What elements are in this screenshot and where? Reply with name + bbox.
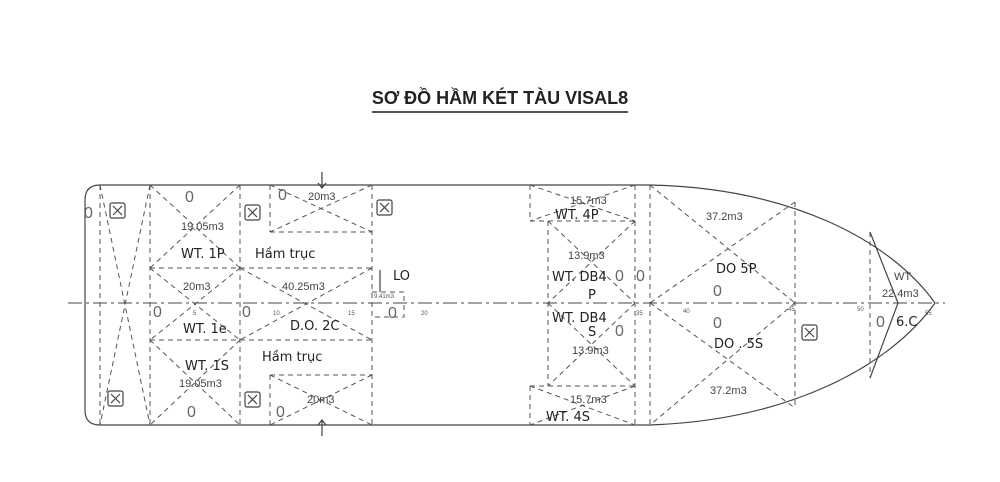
svg-text:WT. 1e: WT. 1e [183, 322, 227, 337]
tank-do2c: 40.25m3 D.O. 2C [282, 281, 339, 334]
tank-shaft-upper: 20m3 Hầm trục [255, 191, 336, 262]
svg-text:13.9m3: 13.9m3 [568, 250, 605, 262]
tank-wt4s: 15.7m3 WT. 4S [546, 394, 607, 425]
tank-db4s: WT. DB4 S 13.9m3 [552, 311, 609, 357]
svg-text:0: 0 [615, 268, 624, 285]
svg-text:P: P [588, 288, 596, 303]
svg-text:Hầm trục: Hầm trục [255, 247, 315, 262]
svg-text:0: 0 [276, 404, 285, 421]
svg-text:5: 5 [193, 311, 197, 317]
hull-outline [84, 184, 936, 426]
svg-text:40.25m3: 40.25m3 [282, 281, 325, 293]
svg-text:DO 5P: DO 5P [716, 262, 757, 277]
svg-text:WT: WT [894, 271, 911, 283]
svg-text:0: 0 [876, 314, 885, 331]
svg-text:55: 55 [925, 311, 932, 317]
svg-text:15.7m3: 15.7m3 [570, 195, 607, 207]
svg-text:D.O. 2C: D.O. 2C [290, 319, 339, 334]
arrow-icons [317, 172, 327, 436]
svg-text:DO . 5S: DO . 5S [714, 337, 763, 352]
tank-wt1p: 19.05m3 WT. 1P [181, 221, 225, 262]
svg-text:37.2m3: 37.2m3 [706, 211, 743, 223]
svg-text:0: 0 [242, 304, 251, 321]
svg-text:WT. 4S: WT. 4S [546, 410, 590, 425]
svg-text:20m3: 20m3 [307, 394, 335, 406]
svg-text:0: 0 [713, 283, 722, 300]
svg-text:6.C: 6.C [896, 315, 917, 330]
svg-text:0: 0 [388, 305, 397, 322]
svg-text:20: 20 [421, 311, 428, 317]
square-x-icons [107, 199, 818, 408]
svg-text:40: 40 [683, 309, 690, 315]
svg-text:19.05m3: 19.05m3 [179, 378, 222, 390]
svg-text:0: 0 [84, 205, 93, 222]
svg-text:50: 50 [857, 307, 864, 313]
manhole-icons: 0 0 0 0 0 0 0 0 0 0 0 0 0 0 [84, 187, 885, 421]
tank-wt6c: WT 22.4m3 6.C [882, 271, 919, 330]
tank-wt4p: 15.7m3 WT. 4P [555, 195, 607, 223]
svg-text:0: 0 [713, 315, 722, 332]
svg-text:Hầm trục: Hầm trục [262, 350, 322, 365]
svg-text:13.9m3: 13.9m3 [572, 345, 609, 357]
svg-text:10: 10 [273, 311, 280, 317]
svg-text:15: 15 [348, 311, 355, 317]
svg-text:WT. 1S: WT. 1S [185, 359, 229, 374]
tank-wt1c: 20m3 WT. 1e [183, 281, 227, 337]
bulkheads [99, 184, 899, 426]
tank-db4p: 13.9m3 WT. DB4 P [552, 250, 607, 303]
svg-text:15.7m3: 15.7m3 [570, 394, 607, 406]
svg-text:9.41m3: 9.41m3 [374, 294, 395, 300]
svg-text:0: 0 [278, 187, 287, 204]
diagram-title: SƠ ĐỒ HẦM KÉT TÀU VISAL8 [0, 88, 1000, 113]
tank-wt1s: WT. 1S 19.05m3 [179, 359, 229, 390]
svg-text:WT. 1P: WT. 1P [181, 247, 225, 262]
tank-shaft-lower: Hầm trục 20m3 [262, 350, 335, 406]
svg-text:0: 0 [636, 268, 645, 285]
tank-do5p: 37.2m3 DO 5P [706, 211, 757, 277]
svg-text:20m3: 20m3 [308, 191, 336, 203]
svg-text:35: 35 [636, 311, 643, 317]
svg-text:WT. DB4: WT. DB4 [552, 311, 607, 326]
svg-text:0: 0 [153, 304, 162, 321]
svg-text:20m3: 20m3 [183, 281, 211, 293]
tank-lo: LO 9.41m3 [374, 269, 410, 300]
tank-do5s: DO . 5S 37.2m3 [710, 337, 763, 397]
svg-text:0: 0 [615, 323, 624, 340]
frame-numbers: 5 10 15 20 35 40 45 50 55 [193, 307, 932, 317]
svg-text:WT. DB4: WT. DB4 [552, 270, 607, 285]
svg-text:S: S [588, 325, 596, 340]
svg-text:0: 0 [185, 189, 194, 206]
svg-text:45: 45 [788, 307, 795, 313]
svg-text:WT. 4P: WT. 4P [555, 208, 599, 223]
svg-text:0: 0 [187, 404, 196, 421]
svg-text:LO: LO [393, 269, 410, 284]
svg-text:37.2m3: 37.2m3 [710, 385, 747, 397]
svg-text:22.4m3: 22.4m3 [882, 288, 919, 300]
svg-text:19.05m3: 19.05m3 [181, 221, 224, 233]
